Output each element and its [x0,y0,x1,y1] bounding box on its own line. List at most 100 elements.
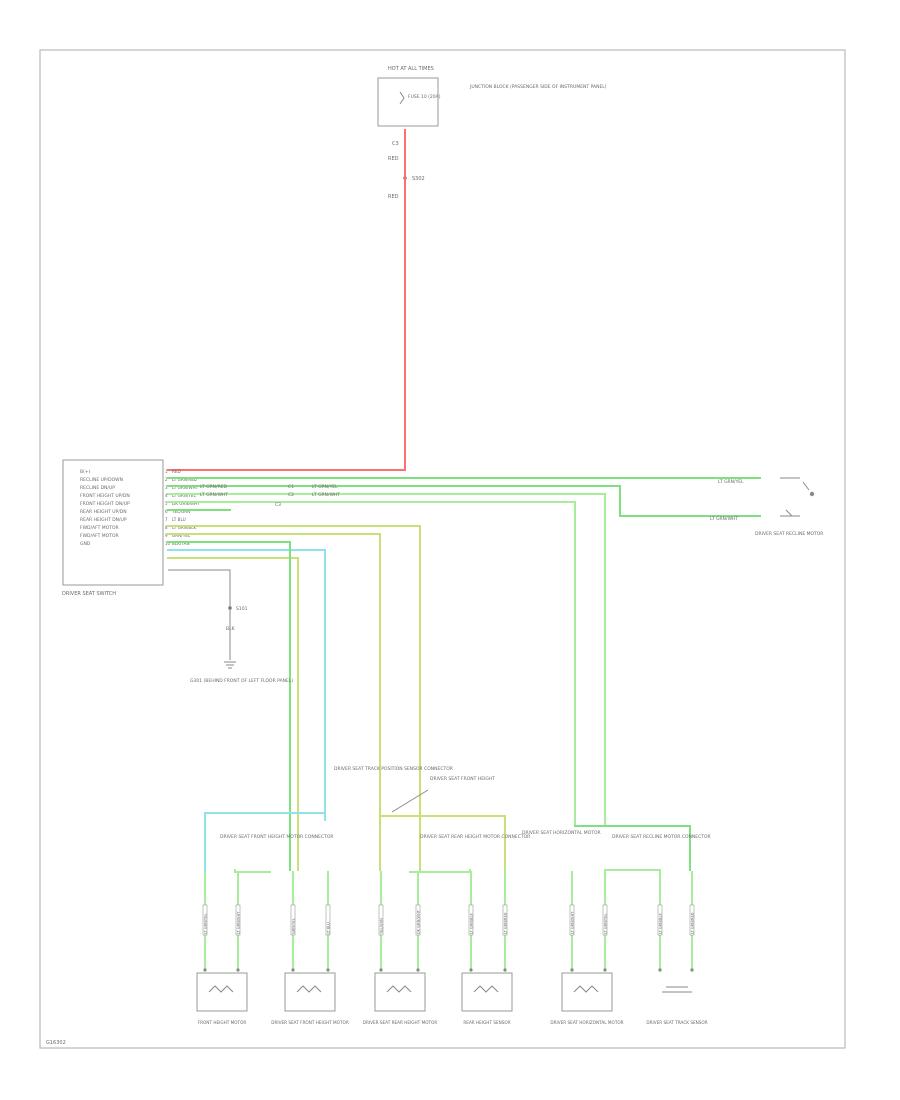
diagram-id: G16302 [46,1040,66,1046]
component-3: DRIVER SEAT REAR HEIGHT MOTOR [363,972,438,1025]
switch-pin-label: FWD/AFT MOTOR [80,533,119,539]
switch-pin-label: REAR HEIGHT DN/UP [80,517,127,523]
note-center-leader [391,789,429,813]
note-left: DRIVER SEAT TRACK POSITION SENSOR CONNEC… [334,766,453,772]
drop-wire-label: GRN/YEL [292,918,296,934]
component-1: FRONT HEIGHT MOTOR [196,972,248,1025]
drop-label-box [502,904,508,936]
note-center: DRIVER SEAT FRONT HEIGHT [430,776,495,782]
rear-height-up-wire [167,525,421,871]
switch-pin-number: 8 [165,525,168,530]
mid-wire-label-4: LT GRN/WHT [312,492,340,498]
drop-label-box [378,904,384,936]
drop-label-box [235,904,241,936]
switch-pin-number: 5 [165,501,168,506]
switch-pin-number: 6 [165,509,168,514]
component-outline [284,972,336,1012]
mid-connector-c1: C1 [288,484,294,490]
component-5: DRIVER SEAT HORIZONTAL MOTOR [550,972,624,1025]
component-outline [561,972,613,1012]
recline-motor: LT GRN/YEL LT GRN/WHT DRIVER SEAT RECLIN… [710,477,823,537]
motor-symbol-icon [573,985,599,993]
mid-wire-label-1: LT GRN/RED [200,484,228,490]
drop-wire-label: LT GRN/RED [504,912,508,934]
recline-wire-b [167,485,761,517]
recline-title: DRIVER SEAT RECLINE MOTOR [755,531,823,537]
group-1-bus [204,812,326,871]
switch-pin-label: GND [80,541,91,547]
fwd-aft-motor-wire-2 [167,541,291,871]
switch-pin-number: 3 [165,485,168,490]
switch-wire-color-label: DK GRN/WHT [172,501,200,506]
component-outline [374,972,426,1012]
drop-terminal [570,968,574,972]
front-height-dn-wire [167,501,576,827]
component-title: FRONT HEIGHT MOTOR [198,1020,247,1025]
drop-wire-label: LT GRN/RED [691,912,695,934]
ground-circuit: S101 BLK G301 (BEHIND FRONT OF LEFT FLOO… [168,569,293,684]
drop-terminal [658,968,662,972]
switch-pin-label: REAR HEIGHT UP/DN [80,509,127,515]
motor-symbol-icon [296,985,322,993]
component-title: DRIVER SEAT REAR HEIGHT MOTOR [363,1020,438,1025]
drop-label-box [602,904,608,936]
switch-pin-number: 10 [165,541,171,546]
position-sensor-wire [167,549,326,821]
motor-symbol-icon [473,985,499,993]
group-4-label: DRIVER SEAT RECLINE MOTOR CONNECTOR [612,834,711,840]
ground-splice-dot [228,606,232,610]
group-2-bus [379,815,506,871]
drop-terminal [203,968,207,972]
switch-wire-color-label: LT BLU [172,517,186,522]
drop-terminal [291,968,295,972]
group-1-sub [234,869,271,873]
junction-block-outline [377,77,439,127]
switch-pin-label: FRONT HEIGHT UP/DN [80,493,130,499]
component-outline [461,972,513,1012]
mid-wire-label-2: LT GRN/WHT [200,492,228,498]
recline-switch-contacts-icon [780,477,810,517]
recline-ground-icon [809,491,815,497]
switch-wire-color-label: LT GRN/BLK [172,525,197,530]
drop-wire-label: LT GRN/BLK [659,913,663,934]
drop-terminal [503,968,507,972]
group-3-bus [574,825,691,871]
sensor-symbol-icon [662,986,692,993]
mid-connector-c3: C3 [275,502,281,508]
switch-wire-color-label: GRN/YEL [172,533,191,538]
fuse-icon [399,91,405,105]
drop-terminal [690,968,694,972]
drop-wire-label: YEL/GRN [380,918,384,934]
fwd-aft-motor-wire [167,557,299,871]
switch-wire-color-label: BLK/TAN [172,541,190,546]
group-1-label: DRIVER SEAT FRONT HEIGHT MOTOR CONNECTOR [220,834,334,840]
drop-label-box [569,904,575,936]
front-height-up-wire [167,493,606,827]
switch-wire-color-label: RED [172,469,181,474]
drop-wire-label: DK GRN/WHT [417,909,421,934]
ground-wire [168,569,231,660]
drop-wire-label: LT GRN/BLK [470,913,474,934]
drop-label-box [415,904,421,936]
junction-block-note: JUNCTION BLOCK (PASSENGER SIDE OF INSTRU… [469,84,607,90]
drop-wire-label: LT GRN/YEL [204,914,208,935]
drop-terminal [379,968,383,972]
drop-label-box [689,904,695,936]
recline-wire-b-label: LT GRN/WHT [710,516,738,522]
switch-wire-color-label: YEL/GRN [171,509,190,514]
switch-wire-color-label: LT GRN/YEL [172,493,197,498]
drop-terminal [603,968,607,972]
component-outline [196,972,248,1012]
rear-height-dn-wire [167,533,381,871]
switch-pin-number: 4 [165,493,168,498]
switch-pin-label: RECLINE UP/DOWN [80,477,123,483]
drop-terminal [326,968,330,972]
drop-wire-label: LT BLU [327,922,331,934]
drop-wire-label: LT GRN/YEL [604,914,608,935]
switch-pin-number: 2 [165,477,168,482]
switch-pin-label: FWD/AFT MOTOR [80,525,119,531]
ground-symbol-icon [224,661,236,669]
